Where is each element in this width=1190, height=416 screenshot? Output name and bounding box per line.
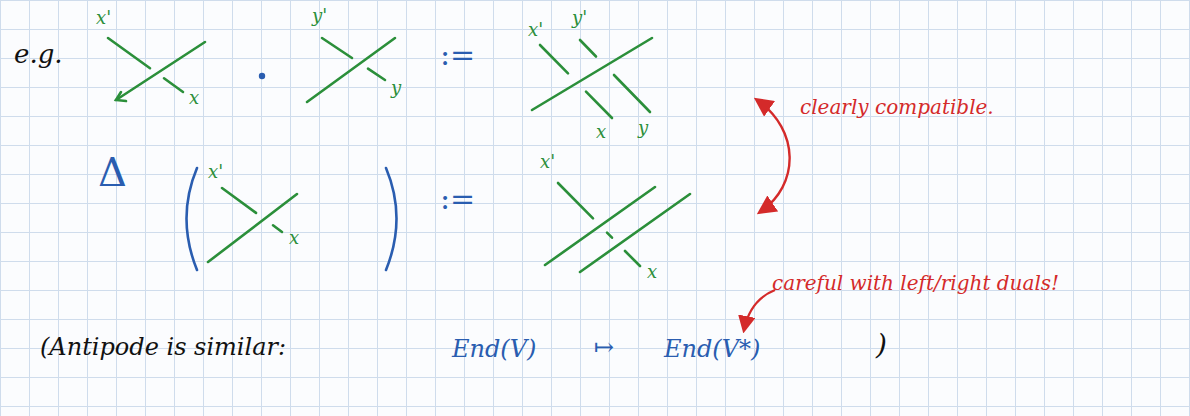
note-text: e.g. — [14, 40, 63, 69]
under-strand — [368, 69, 385, 80]
over-strand — [307, 38, 395, 102]
strand-label: y' — [312, 6, 327, 26]
leader-arrow — [744, 290, 775, 330]
under-strand — [614, 75, 650, 112]
strand-label: x — [647, 262, 657, 282]
over-strand — [208, 194, 297, 262]
under-strand — [322, 38, 352, 58]
strand-label: x — [596, 122, 606, 142]
under-strand — [108, 38, 150, 68]
under-strand — [164, 78, 183, 92]
under-strand — [222, 188, 256, 213]
under-strand — [273, 225, 282, 232]
strand-label: x' — [540, 152, 555, 172]
strand-label: x — [189, 88, 199, 108]
strand-label: y — [391, 78, 401, 98]
under-strand — [625, 251, 640, 266]
over-strand — [580, 194, 690, 272]
formula-text: End(V) — [452, 336, 536, 362]
compatibility-arrow — [757, 100, 790, 212]
strand-label: x' — [96, 8, 111, 28]
coproduct-symbol: Δ — [98, 150, 127, 194]
strand-label: x — [289, 228, 299, 248]
under-strand — [607, 233, 612, 238]
formula-text: ↦ — [594, 334, 614, 360]
over-strand — [545, 187, 655, 265]
note-text: ) — [876, 330, 887, 361]
note-text: (Antipode is similar: — [40, 334, 286, 360]
under-strand — [580, 40, 596, 57]
margin-note: clearly compatible. — [800, 96, 994, 118]
definition-symbol: := — [440, 38, 475, 71]
strand-label: y' — [572, 8, 587, 28]
strand-label: y — [638, 118, 648, 138]
right-paren — [386, 168, 397, 270]
left-paren — [187, 168, 198, 270]
under-strand — [586, 92, 612, 118]
margin-note: careful with left/right duals! — [772, 272, 1059, 294]
strand-diagrams — [108, 38, 690, 272]
product-dot — [259, 73, 265, 79]
strand-label: x' — [528, 20, 543, 40]
strand-tip — [116, 92, 126, 101]
formula-text: End(V*) — [664, 336, 760, 362]
under-strand — [558, 183, 593, 218]
under-strand — [540, 45, 568, 73]
definition-symbol: := — [440, 182, 475, 215]
strand-label: x' — [208, 162, 223, 182]
